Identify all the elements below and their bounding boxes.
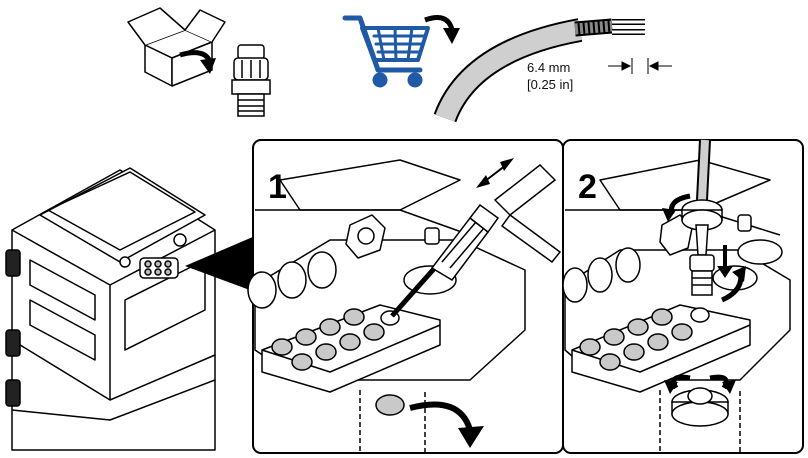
- step-1-number: 1: [268, 168, 287, 206]
- enclosure-overview: [6, 168, 215, 450]
- open-box-icon: [128, 8, 225, 86]
- arrow-to-cable-icon: [425, 18, 460, 44]
- step-2-cable: [702, 140, 705, 200]
- shopping-cart-icon: [345, 18, 428, 85]
- step-2-panel: [563, 140, 803, 453]
- dimension-marks: [608, 58, 672, 74]
- step-2-number: 2: [578, 168, 597, 206]
- cable-diameter-in-label: [0.25 in]: [527, 77, 573, 92]
- cable-gland-icon: [232, 45, 270, 116]
- step-1-panel: [248, 140, 563, 453]
- cable-diameter-mm-label: 6.4 mm: [527, 60, 570, 75]
